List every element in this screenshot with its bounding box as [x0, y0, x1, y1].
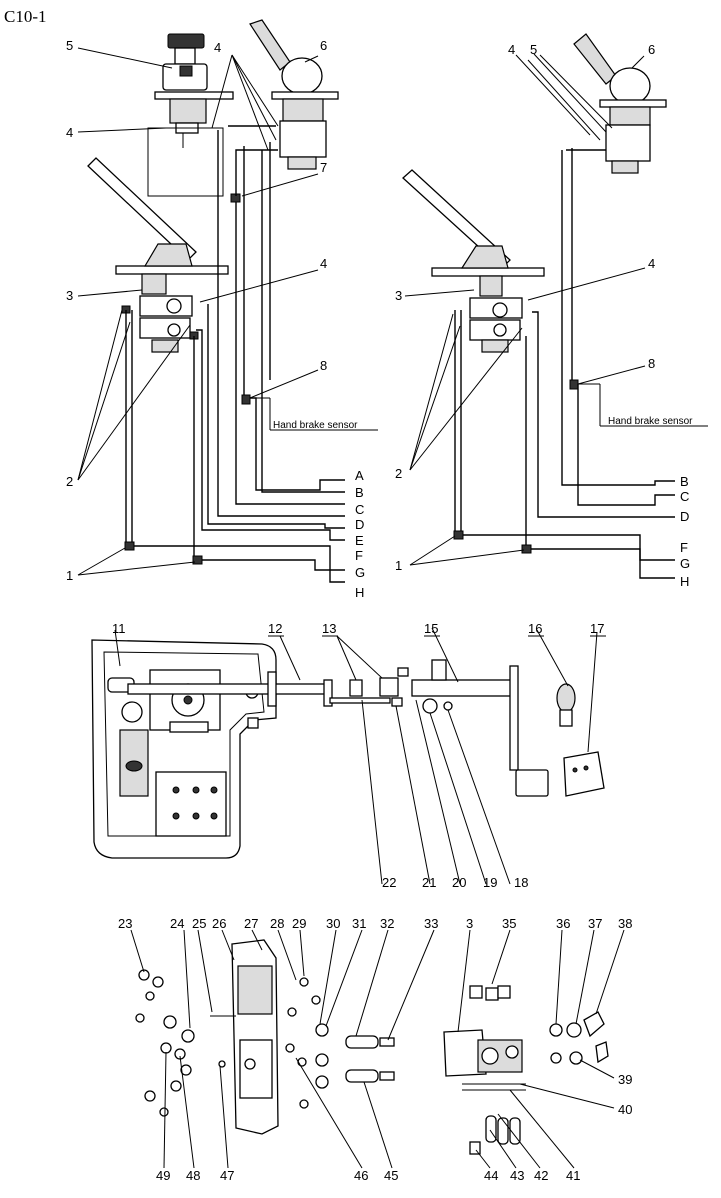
- left-label-8: 8: [320, 358, 327, 373]
- left-sensor-label: Hand brake sensor: [273, 420, 358, 431]
- right-label-5: 5: [530, 42, 537, 57]
- left-letter-D: D: [355, 517, 364, 532]
- left-letter-A: A: [355, 468, 364, 483]
- bottom-label-26: 26: [212, 916, 226, 931]
- middle-label-16: 16: [528, 621, 542, 636]
- right-label-2: 2: [395, 466, 402, 481]
- right-label-8: 8: [648, 356, 655, 371]
- left-letter-G: G: [355, 565, 365, 580]
- left-letter-E: E: [355, 533, 364, 548]
- right-label-4a: 4: [508, 42, 515, 57]
- left-label-4b: 4: [214, 40, 221, 55]
- middle-label-13: 13: [322, 621, 336, 636]
- left-label-4a: 4: [66, 125, 73, 140]
- left-label-4c: 4: [320, 256, 327, 271]
- bottom-label-45: 45: [384, 1168, 398, 1183]
- bottom-label-23: 23: [118, 916, 132, 931]
- bottom-label-37: 37: [588, 916, 602, 931]
- bottom-label-29: 29: [292, 916, 306, 931]
- bottom-label-3: 3: [466, 916, 473, 931]
- bottom-label-35: 35: [502, 916, 516, 931]
- bottom-label-27: 27: [244, 916, 258, 931]
- right-brake-assembly: [402, 33, 708, 579]
- middle-label-17: 17: [590, 621, 604, 636]
- bottom-label-40: 40: [618, 1102, 632, 1117]
- bottom-label-32: 32: [380, 916, 394, 931]
- left-letter-B: B: [355, 485, 364, 500]
- left-label-1: 1: [66, 568, 73, 583]
- middle-label-18: 18: [514, 875, 528, 890]
- bottom-label-41: 41: [566, 1168, 580, 1183]
- left-label-6: 6: [320, 38, 327, 53]
- right-label-3: 3: [395, 288, 402, 303]
- right-label-6: 6: [648, 42, 655, 57]
- middle-label-11: 11: [112, 621, 126, 636]
- left-brake-assembly: [77, 19, 345, 583]
- bottom-label-48: 48: [186, 1168, 200, 1183]
- bottom-label-25: 25: [192, 916, 206, 931]
- right-letter-C: C: [680, 489, 689, 504]
- right-letter-D: D: [680, 509, 689, 524]
- left-letter-C: C: [355, 502, 364, 517]
- right-letter-G: G: [680, 556, 690, 571]
- bottom-label-46: 46: [354, 1168, 368, 1183]
- left-label-5: 5: [66, 38, 73, 53]
- exploded-view: [130, 929, 625, 1169]
- bottom-label-49: 49: [156, 1168, 170, 1183]
- middle-label-20: 20: [452, 875, 466, 890]
- right-label-1: 1: [395, 558, 402, 573]
- right-sensor-label: Hand brake sensor: [608, 416, 693, 427]
- left-letter-F: F: [355, 548, 363, 563]
- bottom-label-28: 28: [270, 916, 284, 931]
- bottom-label-30: 30: [326, 916, 340, 931]
- middle-label-21: 21: [422, 875, 436, 890]
- middle-label-12: 12: [268, 621, 282, 636]
- bottom-label-43: 43: [510, 1168, 524, 1183]
- left-letter-H: H: [355, 585, 364, 600]
- left-label-3: 3: [66, 288, 73, 303]
- left-label-2: 2: [66, 474, 73, 489]
- bottom-label-42: 42: [534, 1168, 548, 1183]
- bottom-label-44: 44: [484, 1168, 498, 1183]
- bottom-label-24: 24: [170, 916, 184, 931]
- right-letter-F: F: [680, 540, 688, 555]
- right-letter-H: H: [680, 574, 689, 589]
- bottom-label-38: 38: [618, 916, 632, 931]
- pedal-mechanism-assembly: [91, 627, 605, 885]
- bottom-label-39: 39: [618, 1072, 632, 1087]
- right-letter-B: B: [680, 474, 689, 489]
- diagram-title: C10-1: [4, 7, 47, 26]
- bottom-label-31: 31: [352, 916, 366, 931]
- bottom-label-33: 33: [424, 916, 438, 931]
- middle-label-15: 15: [424, 621, 438, 636]
- bottom-label-36: 36: [556, 916, 570, 931]
- right-label-4b: 4: [648, 256, 655, 271]
- bottom-label-47: 47: [220, 1168, 234, 1183]
- middle-label-19: 19: [483, 875, 497, 890]
- middle-label-22: 22: [382, 875, 396, 890]
- left-label-7: 7: [320, 160, 327, 175]
